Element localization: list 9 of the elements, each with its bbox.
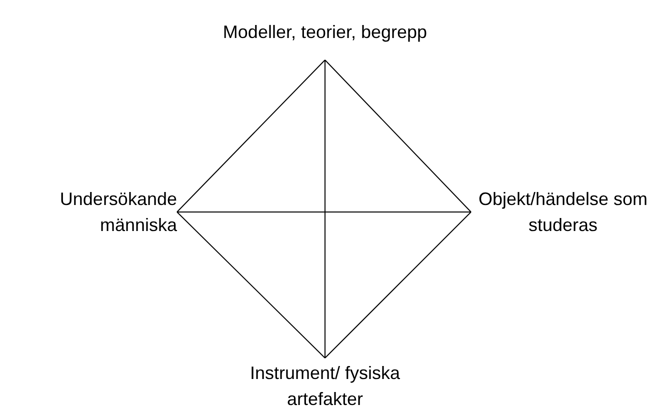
- node-label: Instrument/ fysiska artefakter: [248, 362, 402, 411]
- connector-line: [324, 60, 326, 358]
- connector-line: [324, 212, 472, 358]
- connector-line: [176, 212, 326, 358]
- connector-line: [176, 60, 326, 212]
- node-label: Undersökande människa: [58, 188, 177, 237]
- node-label: Modeller, teorier, begrepp: [222, 21, 428, 44]
- connector-line: [324, 60, 472, 212]
- node-label: Objekt/händelse som studeras: [477, 188, 649, 237]
